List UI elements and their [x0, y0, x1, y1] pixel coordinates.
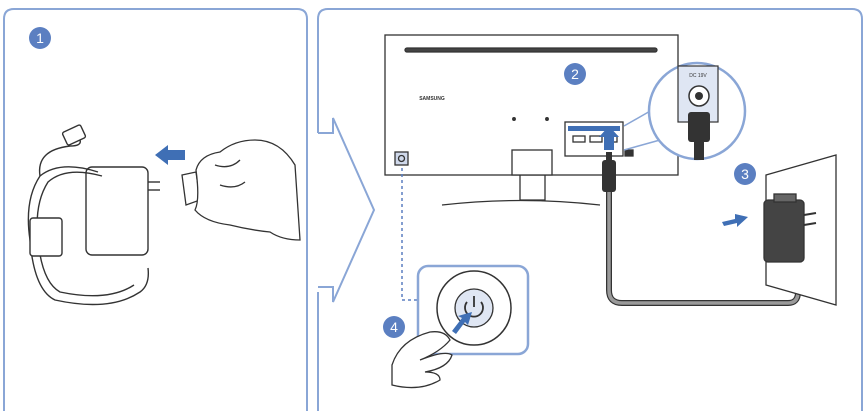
hand-fingers [214, 159, 246, 188]
zoom-plug-body [688, 112, 710, 142]
vesa-hole-1 [512, 117, 516, 121]
hand-shape [194, 139, 301, 241]
right-panel-frame [317, 8, 863, 411]
step-1-badge: 1 [29, 27, 51, 49]
step-3-number: 3 [741, 166, 749, 182]
step-1-circle [29, 27, 51, 49]
hand-with-plug-illustration [181, 139, 301, 241]
power-leader-dashed [401, 168, 418, 301]
power-icon [464, 301, 484, 318]
ports-strip [568, 126, 620, 131]
cable-end [38, 139, 81, 177]
stand-base [441, 199, 601, 206]
dc-plug [602, 160, 616, 192]
left-panel-frame [3, 8, 308, 411]
wall-outlet-illustration [763, 154, 837, 306]
step-4-number: 4 [390, 319, 398, 335]
cable-fill [607, 192, 800, 305]
wall-prong-1 [803, 212, 817, 216]
zoom-port-pin [695, 92, 703, 100]
zoom-port-label: DC 19V [689, 73, 707, 79]
port-hdmi [572, 135, 586, 143]
adapter-body [85, 166, 149, 256]
power-button-callout [416, 264, 530, 356]
hand-pressing-illustration [391, 331, 453, 389]
port-dp [589, 135, 603, 143]
dc-cable [602, 152, 801, 306]
step-4-badge: 4 [383, 316, 405, 338]
cable-plug [61, 124, 87, 146]
port-audio [624, 149, 634, 157]
insert-arrow-right [722, 214, 748, 227]
step-2-circle [564, 63, 586, 85]
step-4-circle [383, 316, 405, 338]
press-arrow [452, 312, 472, 334]
stand-column [519, 175, 546, 201]
insert-arrow-up [599, 126, 619, 150]
power-adapter-illustration [27, 124, 160, 306]
monitor-vent [404, 47, 658, 53]
step-3-badge: 3 [734, 163, 756, 185]
panel-pointer-arrow [318, 117, 376, 303]
dc-plug-tip [606, 152, 612, 162]
wall-adapter [763, 199, 805, 263]
port-zoom-callout: DC 19V [623, 61, 747, 161]
step-2-number: 2 [571, 66, 579, 82]
monitor-back-illustration: SAMSUNG [384, 34, 679, 206]
zoom-plug-cable [694, 140, 704, 160]
step-2-badge: 2 [564, 63, 586, 85]
callout-leader-1 [623, 109, 653, 127]
wall-adapter-top [773, 193, 797, 203]
step-1-number: 1 [36, 30, 44, 46]
stand-neck [511, 149, 553, 176]
monitor-brand: SAMSUNG [419, 96, 445, 102]
vesa-hole-2 [545, 117, 549, 121]
step-3-circle [734, 163, 756, 185]
insert-arrow-left [155, 145, 185, 165]
monitor-power-symbol [397, 154, 406, 163]
hand-shape-right [391, 331, 453, 389]
wall-prong-2 [803, 222, 817, 226]
cable-strap [29, 217, 63, 257]
callout-leader-2 [623, 139, 661, 151]
monitor-power-button [394, 151, 409, 166]
